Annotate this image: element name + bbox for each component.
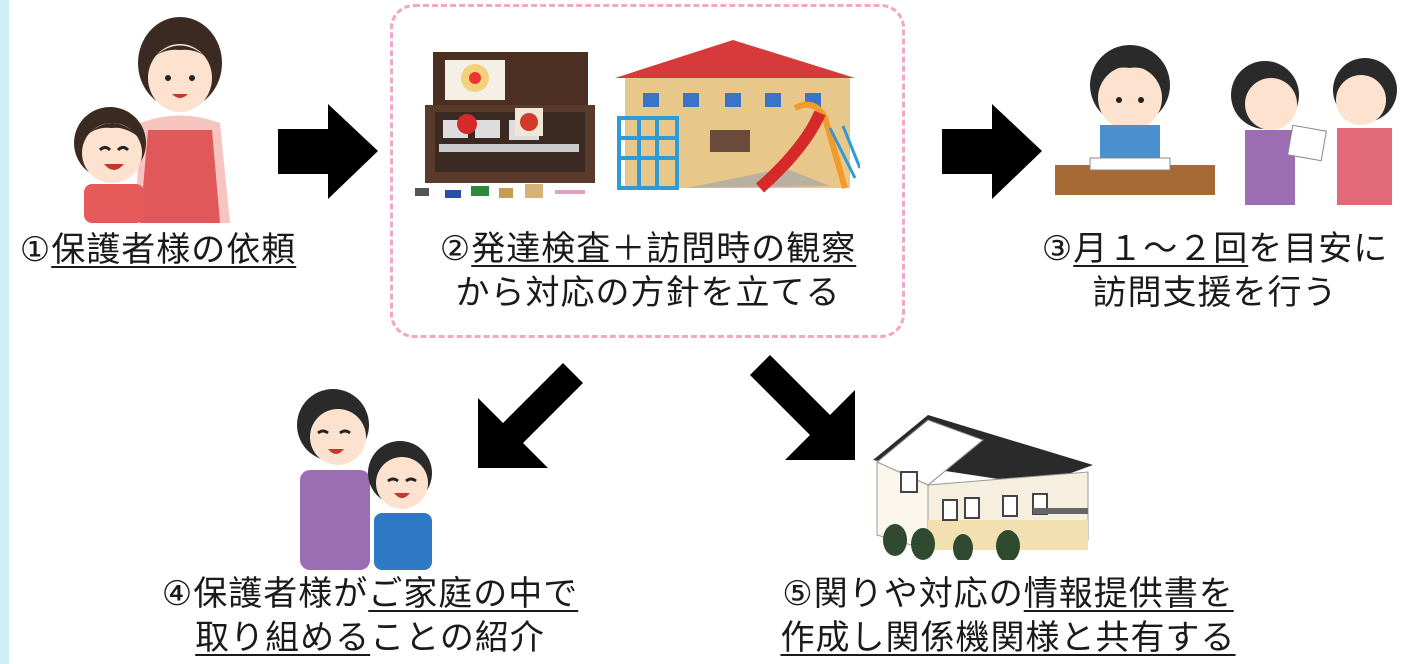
test-kit-illustration [415, 52, 595, 198]
arrow-right-1-icon [278, 104, 378, 199]
step5-line2-underlined: 作成し関係機関様と共有する [780, 618, 1236, 658]
step4-line2-underlined: 取り組める [195, 618, 371, 658]
left-edge-strip [0, 0, 9, 664]
step3-line2: 訪問支援を行う [1092, 273, 1338, 313]
step4-line1-a: 保護者様が [193, 574, 369, 614]
step5-label: ⑤関りや対応の情報提供書を 作成し関係機関様と共有する [728, 572, 1288, 660]
step5-line1-underlined: 情報提供書を [1023, 574, 1234, 614]
step1-number: ① [19, 230, 52, 270]
step3-line1-underlined: 月１～２回 [1073, 229, 1249, 269]
home-visit-support-illustration [1055, 45, 1397, 205]
arrow-down-right-icon [750, 355, 855, 460]
step2-line1: 発達検査＋訪問時の観察 [471, 229, 857, 269]
step4-line2-rest: ことの紹介 [370, 618, 545, 658]
facility-building-illustration [873, 415, 1093, 560]
school-illustration [615, 40, 860, 193]
arrow-right-2-icon [942, 104, 1042, 199]
assessment-box [390, 4, 905, 338]
step5-number: ⑤ [782, 574, 814, 614]
parent-and-child-illustration [74, 17, 230, 223]
step2-label: ②発達検査＋訪問時の観察 から対応の方針を立てる [393, 227, 903, 315]
step3-label: ③月１～２回を目安に 訪問支援を行う [1015, 227, 1415, 315]
step4-line1-underlined: ご家庭の中で [368, 574, 579, 614]
step2-number: ② [439, 229, 472, 269]
step4-label: ④保護者様がご家庭の中で 取り組めることの紹介 [110, 572, 630, 660]
step2-line2: から対応の方針を立てる [455, 273, 841, 313]
step3-line1-rest: を目安に [1248, 229, 1389, 269]
step5-line1-a: 関りや対応の [813, 574, 1024, 614]
arrow-down-left-icon [478, 363, 583, 468]
step4-number: ④ [161, 574, 194, 614]
step3-number: ③ [1041, 229, 1074, 269]
step1-label: ①保護者様の依頼 [8, 228, 308, 272]
parent-explaining-illustration [297, 389, 432, 570]
step1-text: 保護者様の依頼 [51, 230, 297, 270]
